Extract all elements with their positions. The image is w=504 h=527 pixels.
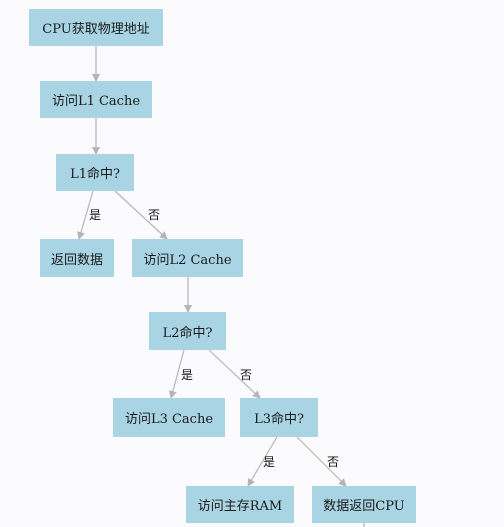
- node-l3-hit-decision: L3命中?: [240, 398, 318, 437]
- edge-l2-hit-to-l3-access: [168, 349, 185, 399]
- node-return-data: 返回数据: [40, 239, 114, 277]
- node-access-l3-cache: 访问L3 Cache: [113, 398, 225, 437]
- node-cpu-get-physical-address: CPU获取物理地址: [29, 9, 163, 46]
- edge-label-l3-no: 否: [327, 455, 340, 469]
- node-l2-hit-decision: L2命中?: [149, 312, 226, 350]
- edge-l3-hit-to-ram-access: [247, 436, 278, 487]
- node-access-l1-cache: 访问L1 Cache: [40, 81, 152, 118]
- edge-l3-hit-to-return-cpu: [296, 436, 347, 487]
- edge-l1-hit-to-return-data: [77, 190, 94, 240]
- node-l1-hit-decision: L1命中?: [56, 154, 134, 191]
- edge-label-l3-yes: 是: [263, 455, 276, 469]
- edge-label-l1-yes: 是: [89, 208, 102, 222]
- node-return-to-cpu: 数据返回CPU: [312, 486, 416, 523]
- edge-label-l2-yes: 是: [181, 368, 194, 382]
- edge-l1-hit-to-l2-access: [114, 190, 168, 240]
- edge-label-l1-no: 否: [148, 208, 161, 222]
- edge-l2-hit-to-l3-hit: [208, 349, 261, 399]
- edge-label-l2-no: 否: [240, 368, 253, 382]
- node-access-main-ram: 访问主存RAM: [186, 486, 294, 523]
- node-access-l2-cache: 访问L2 Cache: [132, 239, 243, 277]
